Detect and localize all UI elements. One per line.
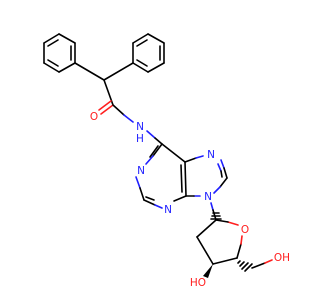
molecule-structure: O N H N N N N O HO OH (43, 33, 290, 289)
atom-label-purine-n7: N (207, 149, 215, 161)
atom-label-amide-nitrogen: N (136, 121, 144, 133)
bond-nh-c6 (146, 130, 156, 139)
bond-layer (43, 33, 273, 278)
deoxyribose-ring (196, 219, 243, 265)
atom-label-purine-n9: N (204, 191, 212, 203)
bond-n9-c1prime (210, 202, 214, 211)
bond-ph2-ch (103, 62, 134, 81)
bond-carbonyl-nh (112, 104, 125, 116)
bond-carbonyl-o (100, 104, 114, 115)
atom-label-amide-hydrogen: H (136, 133, 144, 145)
phenyl-ring-right (132, 33, 165, 73)
atom-label-layer: O N H N N N N O HO OH (90, 111, 290, 289)
pyrimidine-ring (135, 143, 187, 209)
atom-label-5prime-hydroxyl: OH (274, 252, 290, 264)
imidazole-ring (184, 155, 228, 197)
stereo-hash-c4prime (237, 260, 253, 272)
bond-ch2-oh (251, 262, 266, 269)
atom-label-amide-oxygen: O (90, 111, 98, 123)
stereo-wedge-c3prime (203, 264, 213, 278)
atom-label-purine-n3: N (164, 204, 172, 216)
atom-label-purine-n1: N (137, 165, 145, 177)
atom-label-3prime-hydroxyl: HO (190, 277, 206, 289)
atom-label-ring-oxygen: O (241, 224, 249, 236)
stereo-hash-c1prime (210, 212, 222, 220)
bond-ph1-ch (74, 62, 105, 81)
phenyl-ring-left (43, 33, 76, 73)
